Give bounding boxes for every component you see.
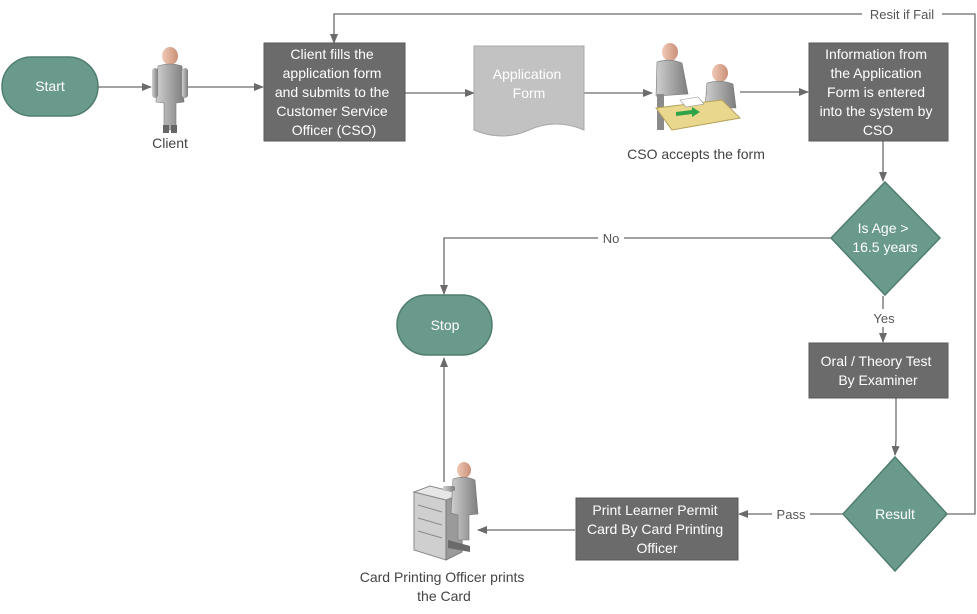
fill-form-line-5: Officer (CSO) bbox=[292, 122, 377, 138]
fill-form-line-1: Client fills the bbox=[290, 46, 373, 62]
svg-text:Print Learner Permit Car: Print Learner Permit Card By Card Printi… bbox=[587, 502, 727, 556]
enter-info-line-4: into the system by bbox=[820, 103, 933, 119]
result-label: Result bbox=[875, 506, 915, 522]
svg-text:Card Printing Officer prints: Card Printing Officer prints the Card bbox=[360, 569, 529, 604]
decision-result: Result bbox=[841, 455, 949, 573]
enter-info-line-5: CSO bbox=[863, 122, 893, 138]
svg-text:Is Age > 16.5 years: Is Age > 16.5 years bbox=[852, 220, 917, 255]
start-terminal: Start bbox=[1, 56, 99, 117]
cso-caption: CSO accepts the form bbox=[627, 146, 765, 162]
edge-oral-result bbox=[891, 398, 900, 456]
svg-text:Application Form: Application Form bbox=[493, 66, 565, 101]
age-decision-line-1: Is Age > bbox=[858, 220, 909, 236]
age-decision-line-2: 16.5 years bbox=[852, 239, 917, 255]
start-label: Start bbox=[35, 78, 65, 94]
fill-form-line-2: application form bbox=[283, 65, 382, 81]
print-card-line-3: Officer bbox=[637, 540, 678, 556]
label-no: No bbox=[603, 231, 620, 246]
printer-caption-line-1: Card Printing Officer prints bbox=[360, 569, 525, 585]
label-resit-if-fail: Resit if Fail bbox=[870, 7, 934, 22]
document-application-form: Application Form bbox=[473, 45, 585, 137]
client-person-icon bbox=[152, 47, 188, 133]
oral-test-line-2: By Examiner bbox=[838, 372, 918, 388]
process-client-fills-form: Client fills the application form and su… bbox=[263, 42, 406, 142]
application-form-line-1: Application bbox=[493, 66, 562, 82]
stop-label: Stop bbox=[431, 317, 460, 333]
fill-form-line-3: and submits to the bbox=[275, 84, 390, 100]
oral-test-line-1: Oral / Theory Test bbox=[821, 353, 932, 369]
print-card-line-1: Print Learner Permit bbox=[592, 502, 717, 518]
printer-caption-line-2: the Card bbox=[417, 588, 471, 604]
client-caption: Client bbox=[152, 135, 188, 151]
enter-info-line-1: Information from bbox=[825, 46, 927, 62]
enter-info-line-2: the Application bbox=[831, 65, 922, 81]
enter-info-line-3: Form is entered bbox=[827, 84, 925, 100]
stop-terminal: Stop bbox=[396, 294, 493, 356]
edge-result-resit-fill bbox=[330, 13, 976, 515]
process-print-learner-permit: Print Learner Permit Card By Card Printi… bbox=[575, 497, 739, 561]
label-yes: Yes bbox=[873, 311, 895, 326]
svg-text:Client fills the applica: Client fills the application form and su… bbox=[275, 46, 393, 138]
application-form-line-2: Form bbox=[513, 85, 546, 101]
process-enter-information: Information from the Application Form is… bbox=[808, 42, 949, 142]
svg-text:Oral / Theory Test By Ex: Oral / Theory Test By Examiner bbox=[821, 353, 936, 388]
decision-age: Is Age > 16.5 years bbox=[829, 180, 942, 297]
process-oral-theory-test: Oral / Theory Test By Examiner bbox=[808, 342, 949, 399]
fill-form-line-4: Customer Service bbox=[276, 103, 387, 119]
card-printing-officer-icon bbox=[412, 462, 479, 561]
svg-text:Information from the App: Information from the Application Form is… bbox=[820, 46, 937, 138]
edge-decision-no-stop bbox=[440, 237, 831, 295]
cso-desk-icon bbox=[655, 43, 742, 131]
label-pass: Pass bbox=[777, 507, 806, 522]
print-card-line-2: Card By Card Printing bbox=[587, 521, 723, 537]
